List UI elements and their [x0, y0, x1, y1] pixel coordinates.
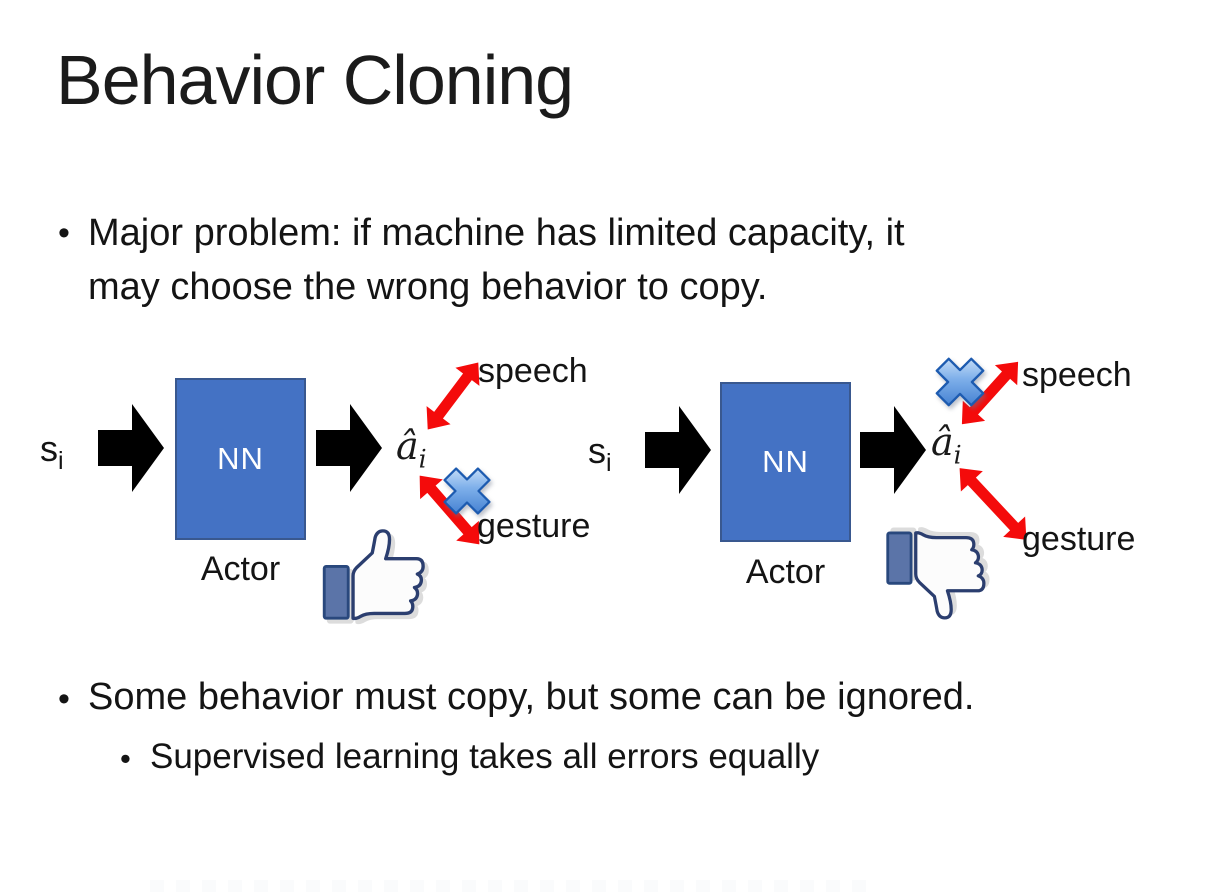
right-input-sub: i	[606, 449, 612, 478]
double-headed-arrow-icon	[961, 361, 1019, 425]
right-speech-label: speech	[1022, 356, 1132, 394]
right-actor-label: Actor	[745, 553, 826, 591]
left-output-label: âi	[396, 424, 427, 474]
left-input-label: si	[40, 428, 64, 476]
thumbs-down-icon	[886, 531, 986, 620]
bullet-major-problem-line2: may choose the wrong behavior to copy.	[88, 266, 768, 308]
double-headed-arrow-icon	[419, 475, 480, 545]
bottom-cutoff-artifact	[150, 880, 870, 892]
left-nn-label: NN	[217, 441, 264, 476]
right-nn-label: NN	[762, 444, 809, 479]
blue-cross-icon	[443, 467, 491, 515]
right-input-base: s	[588, 430, 606, 471]
bullet-supervised-learning: Supervised learning takes all errors equ…	[150, 737, 820, 776]
left-actor-label: Actor	[200, 550, 281, 588]
right-input-label: si	[588, 430, 612, 478]
right-nn-box: NN	[720, 382, 851, 542]
bullet-marker: •	[58, 680, 70, 718]
double-headed-arrow-icon	[426, 362, 480, 430]
left-input-sub: i	[58, 447, 64, 476]
left-gesture-label: gesture	[477, 507, 591, 545]
bullet-major-problem-line1: Major problem: if machine has limited ca…	[88, 212, 905, 254]
right-output-base: â	[931, 420, 954, 464]
right-arrow-icon	[316, 404, 382, 492]
right-output-label: âi	[931, 420, 962, 470]
double-headed-arrow-icon	[959, 468, 1027, 540]
page-title: Behavior Cloning	[56, 41, 574, 119]
thumbs-up-icon	[322, 529, 425, 621]
left-speech-label: speech	[478, 352, 588, 390]
right-arrow-icon	[860, 406, 926, 494]
bullet-major-problem: Major problem: if machine has limited ca…	[88, 206, 905, 314]
bullet-some-behavior: Some behavior must copy, but some can be…	[88, 676, 975, 718]
right-gesture-label: gesture	[1022, 520, 1136, 558]
sub-bullet-marker: •	[120, 741, 131, 776]
right-arrow-icon	[645, 406, 711, 494]
bullet-marker: •	[58, 214, 70, 252]
left-nn-box: NN	[175, 378, 306, 540]
blue-cross-icon	[935, 357, 985, 407]
right-arrow-icon	[98, 404, 164, 492]
left-output-base: â	[396, 424, 419, 468]
left-output-sub: i	[418, 444, 427, 474]
left-input-base: s	[40, 428, 58, 469]
right-output-sub: i	[953, 440, 962, 470]
